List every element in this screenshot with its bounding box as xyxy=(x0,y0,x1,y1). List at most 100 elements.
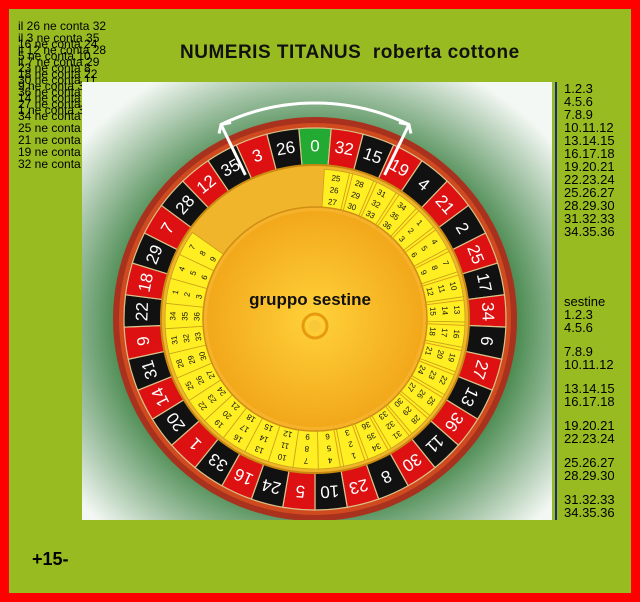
segment-line xyxy=(403,229,436,254)
pocket-number-label: 6 xyxy=(477,335,497,347)
sestina-item: 13.14.15 xyxy=(564,133,615,148)
range-arc xyxy=(220,101,410,126)
left-list-item: il 7 ne conta 29 xyxy=(18,55,100,69)
pocket-number-label: 17 xyxy=(473,271,496,294)
sestina-item: 22.23.24 xyxy=(564,172,615,187)
segment-line xyxy=(333,427,341,467)
sestina-cell-label: 15 xyxy=(262,421,274,433)
segment-line xyxy=(420,274,459,288)
sestina-cell-label: 35 xyxy=(180,311,189,321)
left-list-item: 25 ne conta 2 xyxy=(18,121,91,135)
sestina-pair-item: 1.2.3 xyxy=(564,307,593,322)
left-list-item: 16 ne conta 24 xyxy=(18,37,98,51)
arc-arrow-right-icon xyxy=(398,121,413,134)
sestina-pair-item: 16.17.18 xyxy=(564,394,615,409)
sestina-cell-label: 7 xyxy=(187,243,197,252)
sestina-cell-label: 34 xyxy=(168,311,177,321)
sestina-cell-label: 32 xyxy=(181,333,191,344)
sestina-pair-item: 28.29.30 xyxy=(564,468,615,483)
sestina-pair-item: 34.35.36 xyxy=(564,505,615,520)
sestina-cell-label: 22 xyxy=(437,374,449,386)
pocket-number-label: 5 xyxy=(295,482,306,502)
left-list-item: 23 ne conta 8 xyxy=(18,61,91,75)
left-list-item: 14 ne conta 20 xyxy=(18,91,98,105)
sestina-cell-label: 29 xyxy=(186,354,198,366)
segment-line xyxy=(376,194,400,229)
pocket-number-label: 22 xyxy=(132,302,152,322)
divider-line xyxy=(555,82,557,520)
sestina-cell-label: 9 xyxy=(418,269,428,277)
sestina-pair-item: 31.32.33 xyxy=(564,492,615,507)
pocket-number-label: 27 xyxy=(469,358,493,382)
left-list-item: 18 ne conta 22 xyxy=(18,67,98,81)
sestina-cell-label: 27 xyxy=(327,197,338,207)
segment-line xyxy=(397,391,428,419)
sestina-cell-label: 7 xyxy=(303,456,309,465)
left-list-item: 9 ne conta 31 xyxy=(18,79,91,93)
segment-line xyxy=(424,299,464,306)
left-list-item: 19 ne conta 15 xyxy=(18,145,98,159)
sestina-cell-label: 13 xyxy=(253,444,265,456)
sestina-cell-label: 5 xyxy=(188,269,198,277)
sestina-pair-item: 4.5.6 xyxy=(564,320,593,335)
sestina-cell-label: 14 xyxy=(258,433,270,445)
sestina-cell-label: 34 xyxy=(370,441,382,453)
sestina-item: 1.2.3 xyxy=(564,81,593,96)
sestina-cell-label: 2 xyxy=(347,439,354,449)
sestina-pair-item: 10.11.12 xyxy=(564,357,614,372)
center-bowl xyxy=(207,211,423,427)
arc-bound-line xyxy=(383,123,411,176)
sestina-pair-item: 7.8.9 xyxy=(564,344,593,359)
left-list-item: 5 ne conta 10 xyxy=(18,49,91,63)
page-number: +15- xyxy=(32,549,69,569)
sestina-cell-label: 17 xyxy=(439,328,449,338)
sestina-cell-label: 28 xyxy=(174,357,186,369)
sestina-cell-label: 11 xyxy=(436,284,447,295)
sestina-item: 4.5.6 xyxy=(564,94,593,109)
sestina-cell-label: 10 xyxy=(276,452,287,463)
segment-line xyxy=(416,359,455,376)
sestina-item: 16.17.18 xyxy=(564,146,615,161)
sestina-cell-label: 13 xyxy=(452,305,462,315)
sestina-cell-label: 9 xyxy=(208,255,218,264)
sestina-cell-label: 8 xyxy=(198,249,208,258)
sestine-heading: sestine xyxy=(564,294,606,309)
sestina-item: 25.26.27 xyxy=(564,185,615,200)
pocket-number-label: 26 xyxy=(275,138,297,160)
segment-line xyxy=(342,173,354,213)
left-list-item: 36 ne conta 13 xyxy=(18,85,98,99)
center-hub xyxy=(301,312,329,340)
left-list-item: il 12 ne conta 28 xyxy=(18,43,107,57)
segment-line xyxy=(390,210,420,240)
segment-line xyxy=(368,414,389,451)
pocket-number-label: 24 xyxy=(260,475,283,498)
left-list-item: il 26 ne conta 32 xyxy=(18,19,107,33)
pocket-number-label: 9 xyxy=(133,335,153,347)
sestina-cell-label: 20 xyxy=(434,349,445,361)
sestina-cell-label: 31 xyxy=(169,335,179,346)
segment-line xyxy=(412,251,450,270)
sestina-cell-label: 33 xyxy=(193,331,203,342)
sestina-pair-item: 13.14.15 xyxy=(564,381,615,396)
sestina-cell-label: 4 xyxy=(177,265,187,273)
segment-line xyxy=(383,404,410,437)
sestina-cell-label: 11 xyxy=(279,440,290,451)
segment-line xyxy=(351,422,366,461)
sestina-cell-label: 4 xyxy=(429,238,439,247)
sestina-pair-item: 25.26.27 xyxy=(564,455,615,470)
sestina-cell-label: 8 xyxy=(304,444,310,453)
segment-line xyxy=(424,323,465,326)
sestina-pair-item: 22.23.24 xyxy=(564,431,615,446)
sestina-pair-item: 19.20.21 xyxy=(564,418,615,433)
arc-bound-line xyxy=(219,123,247,176)
sestina-cell-label: 12 xyxy=(282,428,293,439)
sestina-cell-label: 9 xyxy=(305,432,311,441)
sestina-cell-label: 5 xyxy=(419,244,429,253)
segment-line xyxy=(408,376,443,399)
left-list-item: 27 ne conta 6 xyxy=(18,97,91,111)
sestina-cell-label: 29 xyxy=(350,190,362,202)
